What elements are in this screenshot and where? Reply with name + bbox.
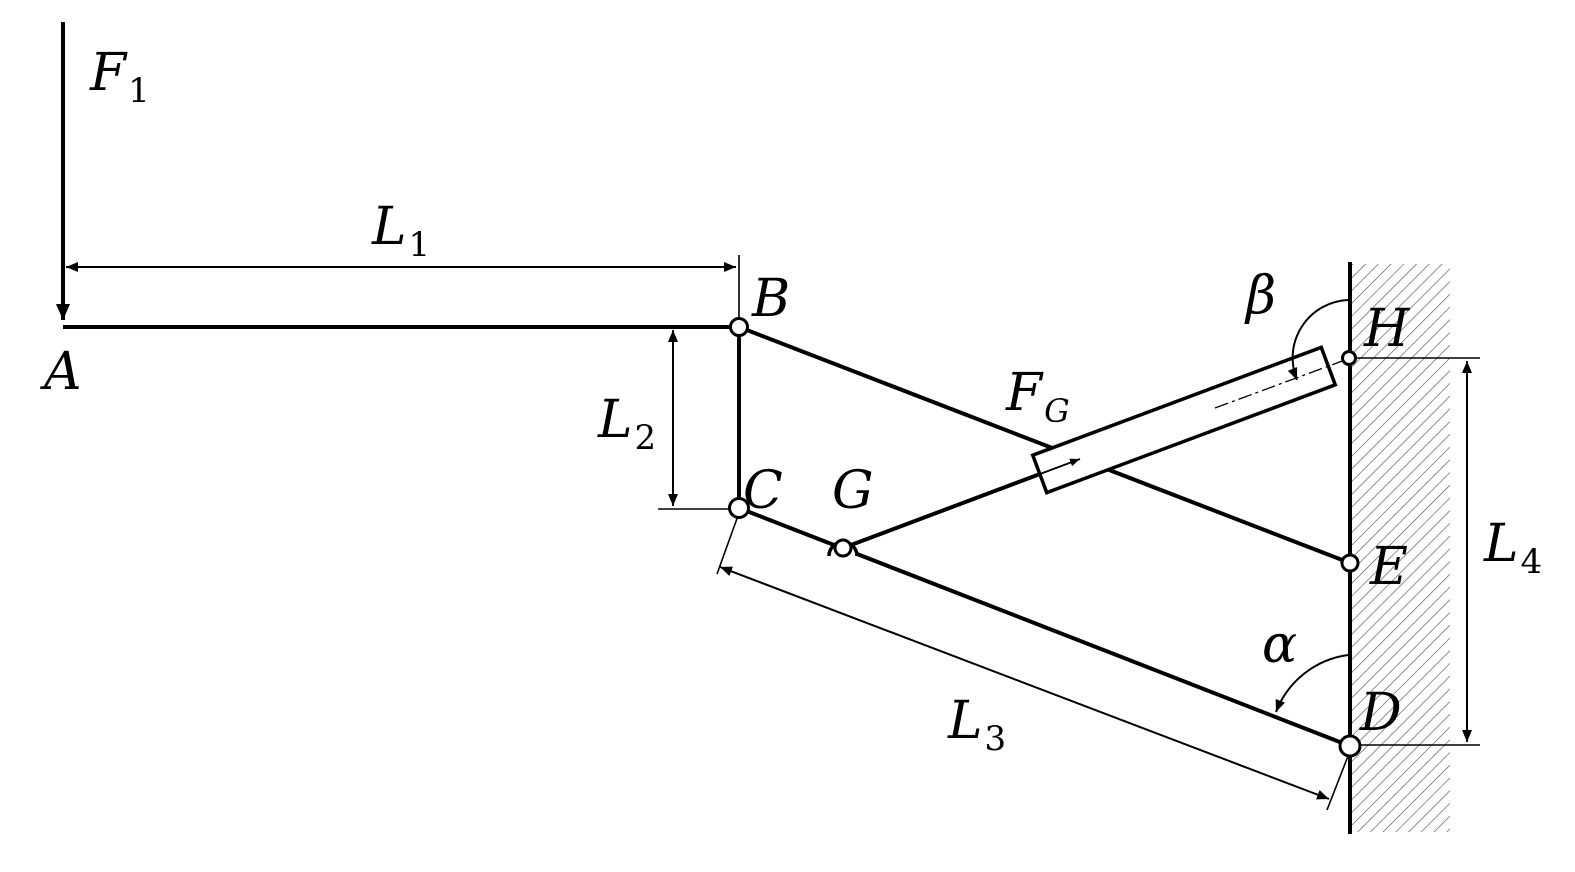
joint-e (1340, 553, 1360, 573)
dimension-label-l4: L4 (1483, 514, 1542, 582)
cylinder-force-arrow (1039, 458, 1081, 475)
point-label-g: G (832, 461, 874, 521)
point-label-a: A (40, 342, 82, 402)
joint-c (728, 497, 750, 519)
cylinder-rod (842, 472, 1041, 550)
dimension-label-l1: L1 (371, 197, 430, 265)
dimension-label-l3: L3 (947, 691, 1006, 759)
dimension-l3 (716, 512, 1351, 811)
angle-alpha-arc (1275, 654, 1349, 713)
joint-b (729, 317, 749, 337)
joint-g (833, 538, 853, 558)
hydraulic-cylinder (1030, 345, 1338, 495)
dimension-l2 (658, 330, 732, 510)
point-label-b: B (751, 269, 790, 329)
link-cd (738, 506, 1351, 748)
point-label-d: D (1359, 683, 1402, 743)
joint-h (1341, 350, 1357, 366)
dimension-label-l2: L2 (597, 390, 656, 458)
angle-beta-arc (1287, 299, 1349, 381)
dimension-l1 (66, 255, 740, 320)
point-label-c: C (743, 461, 783, 521)
cylinder-force-label: FG (1005, 363, 1070, 430)
cylinder-centerline (1214, 359, 1346, 409)
angle-label-alpha: α (1262, 615, 1297, 675)
force-label-f1: F1 (89, 43, 150, 111)
point-label-h: H (1363, 299, 1411, 359)
angle-label-beta: β (1244, 266, 1276, 326)
link-be (738, 325, 1351, 565)
joint-d (1338, 734, 1362, 758)
dimension-l4 (1356, 357, 1480, 746)
point-label-e: E (1369, 537, 1408, 597)
